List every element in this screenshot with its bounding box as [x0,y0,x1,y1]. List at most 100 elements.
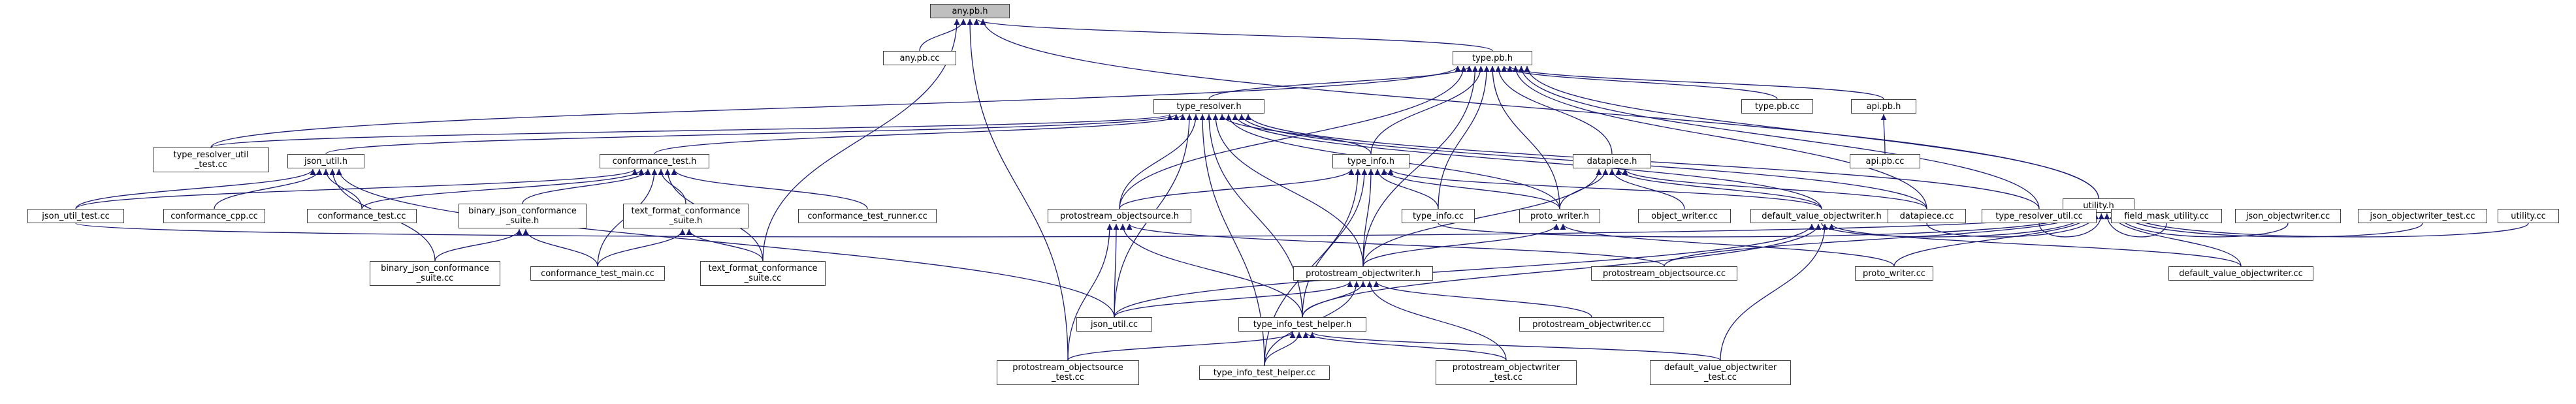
graph-node-protostream-objectsource-h[interactable]: protostream_objectsource.h [1048,209,1191,223]
graph-node-protostream-objectsource-test[interactable]: protostream_objectsource_test.cc [997,360,1139,385]
graph-node-default-value-objectwriter-cc[interactable]: default_value_objectwriter.cc [2168,266,2313,281]
graph-node-label: type.pb.h [1472,53,1513,63]
graph-node-label: type_info_test_helper.h [1253,319,1352,330]
graph-node-label: json_util.h [304,156,347,166]
dependency-edge-conformance-test-main-to-text-format-suite-h [597,228,686,267]
graph-node-type-resolver-util-cc[interactable]: type_resolver_util.cc [1982,209,2097,223]
dependency-edge-json-util-cc-to-default-value-objectwriter-h [1114,223,1815,318]
dependency-edge-proto-writer-h-to-type-info-h [1381,168,1560,210]
graph-node-datapiece-cc[interactable]: datapiece.cc [1888,209,1966,223]
dependency-edge-protostream-objectwriter-test-to-type-info-test-helper-h [1302,332,1507,361]
graph-node-label: protostream_objectsource [1012,363,1123,373]
graph-node-label: datapiece.h [1586,156,1637,166]
graph-node-default-value-objectwriter-h[interactable]: default_value_objectwriter.h [1750,209,1893,223]
graph-node-type-info-h[interactable]: type_info.h [1332,154,1409,168]
dependency-edge-json-util-cc-to-protostream-objectsource-h [1113,223,1119,318]
graph-node-protostream-objectwriter-test[interactable]: protostream_objectwriter_test.cc [1436,360,1577,385]
graph-node-label: conformance_test_runner.cc [807,211,927,221]
graph-node-proto-writer-cc[interactable]: proto_writer.cc [1855,266,1933,281]
dependency-edge-utility-h-to-type-pb-h [1524,65,2099,199]
graph-node-label: object_writer.cc [1651,211,1718,221]
graph-node-conformance-test-cc[interactable]: conformance_test.cc [307,209,417,223]
graph-node-proto-writer-h[interactable]: proto_writer.h [1519,209,1600,223]
dependency-edge-protostream-objectwriter-h-to-type-pb-h [1362,65,1478,267]
graph-node-utility-cc[interactable]: utility.cc [2498,209,2559,223]
graph-node-conformance-test-runner[interactable]: conformance_test_runner.cc [798,209,937,223]
graph-node-protostream-objectsource-cc[interactable]: protostream_objectsource.cc [1591,266,1737,281]
dependency-edge-protostream-objectsource-test-to-protostream-objectsource-h [1067,223,1113,361]
graph-node-label: type.pb.cc [1754,101,1800,112]
dependency-edge-type-resolver-util-cc-to-type-pb-h [1518,65,2040,210]
graph-node-protostream-objectwriter-cc[interactable]: protostream_objectwriter.cc [1519,317,1664,332]
graph-node-label: json_objectwriter.cc [2246,211,2330,221]
graph-node-conformance-test-main[interactable]: conformance_test_main.cc [530,266,665,281]
graph-node-label: binary_json_conformance [468,206,577,216]
graph-node-label: type_info.cc [1412,211,1464,221]
graph-node-default-value-objectwriter-test[interactable]: default_value_objectwriter_test.cc [1650,360,1791,385]
dependency-edge-type-info-test-helper-h-to-type-info-h [1302,168,1368,318]
graph-node-label: default_value_objectwriter [1664,363,1777,373]
dependency-edge-type-info-cc-to-type-info-h [1374,168,1439,210]
dependency-edge-type-info-cc-to-utility-h [1438,213,2076,238]
dependency-edge-conformance-test-h-to-type-resolver-h [654,114,1186,155]
graph-node-label: type_info.h [1347,156,1395,166]
graph-node-text-format-suite-cc[interactable]: text_format_conformance_suite.cc [700,261,826,286]
graph-node-type-resolver-util-test[interactable]: type_resolver_util_test.cc [153,148,269,172]
dependency-edge-json-objectwriter-cc-to-utility-h [2115,213,2289,238]
graph-node-api-pb-cc[interactable]: api.pb.cc [1850,154,1920,168]
graph-node-label: type_resolver_util.cc [1995,211,2083,221]
graph-node-binary-json-suite-cc[interactable]: binary_json_conformance_suite.cc [370,261,500,286]
graph-node-json-util-h[interactable]: json_util.h [287,154,364,168]
dependency-edge-json-util-cc-to-json-util-h [336,168,1115,318]
dependency-edge-conformance-test-main-to-binary-json-suite-h [523,228,598,267]
graph-node-json-objectwriter-cc[interactable]: json_objectwriter.cc [2235,209,2341,223]
graph-node-datapiece-h[interactable]: datapiece.h [1573,154,1651,168]
dependency-edge-type-info-test-helper-cc-to-type-info-test-helper-h [1264,332,1302,366]
dependency-edge-text-format-suite-cc-to-text-format-suite-h [686,228,764,262]
graph-node-label: _suite.h [506,216,539,226]
graph-node-object-writer-cc[interactable]: object_writer.cc [1638,209,1731,223]
graph-node-label: utility.h [2083,200,2114,211]
graph-node-type-info-test-helper-cc[interactable]: type_info_test_helper.cc [1199,365,1330,380]
dependency-edge-conformance-test-cc-to-conformance-test-h [361,168,645,210]
dependency-edge-type-resolver-util-test-to-type-pb-h [210,65,1461,148]
graph-node-json-util-cc[interactable]: json_util.cc [1076,317,1152,332]
graph-node-api-pb-h[interactable]: api.pb.h [1851,99,1916,114]
dependency-edge-text-format-suite-h-to-conformance-test-h [658,168,686,204]
graph-node-label: utility.cc [2511,211,2546,221]
graph-node-label: conformance_test.h [612,156,697,166]
graph-node-type-pb-h[interactable]: type.pb.h [1453,51,1532,65]
dependency-edge-binary-json-suite-h-to-conformance-test-h [522,168,651,204]
graph-node-label: _test.cc [1052,373,1084,382]
graph-node-json-util-test[interactable]: json_util_test.cc [27,209,124,223]
dependency-edge-proto-writer-cc-to-proto-writer-h [1560,223,1895,267]
graph-node-conformance-cpp[interactable]: conformance_cpp.cc [163,209,265,223]
graph-node-label: protostream_objectwriter.h [1306,268,1421,279]
graph-node-text-format-suite-h[interactable]: text_format_conformance_suite.h [623,204,749,228]
dependency-edge-default-value-objectwriter-cc-to-default-value-objectwriter-h [1828,223,2242,267]
dependency-edge-any-pb-cc-to-any-pb-h [919,18,967,52]
dependency-edge-type-info-h-to-type-resolver-h [1219,114,1372,155]
dependency-edge-type-resolver-h-to-type-pb-h [1208,65,1473,100]
graph-node-binary-json-suite-h[interactable]: binary_json_conformance_suite.h [459,204,587,228]
graph-node-label: json_objectwriter_test.cc [2370,211,2475,221]
graph-node-type-pb-cc[interactable]: type.pb.cc [1741,99,1813,114]
graph-node-any-pb-cc[interactable]: any.pb.cc [883,51,956,65]
dependency-edge-type-resolver-util-test-to-type-resolver-h [210,114,1172,148]
dependency-edge-json-util-cc-to-protostream-objectwriter-h [1114,281,1353,318]
graph-node-conformance-test-h[interactable]: conformance_test.h [600,154,709,168]
dependency-edge-type-info-h-to-type-pb-h [1370,65,1484,155]
graph-node-label: json_util.cc [1090,319,1138,330]
dependency-edge-json-objectwriter-test-to-utility-h [2121,213,2423,238]
graph-node-json-objectwriter-test[interactable]: json_objectwriter_test.cc [2358,209,2487,223]
graph-node-label: protostream_objectwriter [1452,363,1560,373]
graph-node-type-info-cc[interactable]: type_info.cc [1402,209,1475,223]
graph-node-label: _suite.cc [744,273,782,283]
graph-node-type-resolver-h[interactable]: type_resolver.h [1153,99,1264,114]
graph-node-label: text_format_conformance [631,206,741,216]
graph-node-field-mask-utility[interactable]: field_mask_utility.cc [2111,209,2222,223]
graph-node-type-info-test-helper-h[interactable]: type_info_test_helper.h [1238,317,1366,332]
graph-node-protostream-objectwriter-h[interactable]: protostream_objectwriter.h [1293,266,1433,281]
dependency-edge-proto-writer-h-to-type-pb-h [1489,65,1560,210]
